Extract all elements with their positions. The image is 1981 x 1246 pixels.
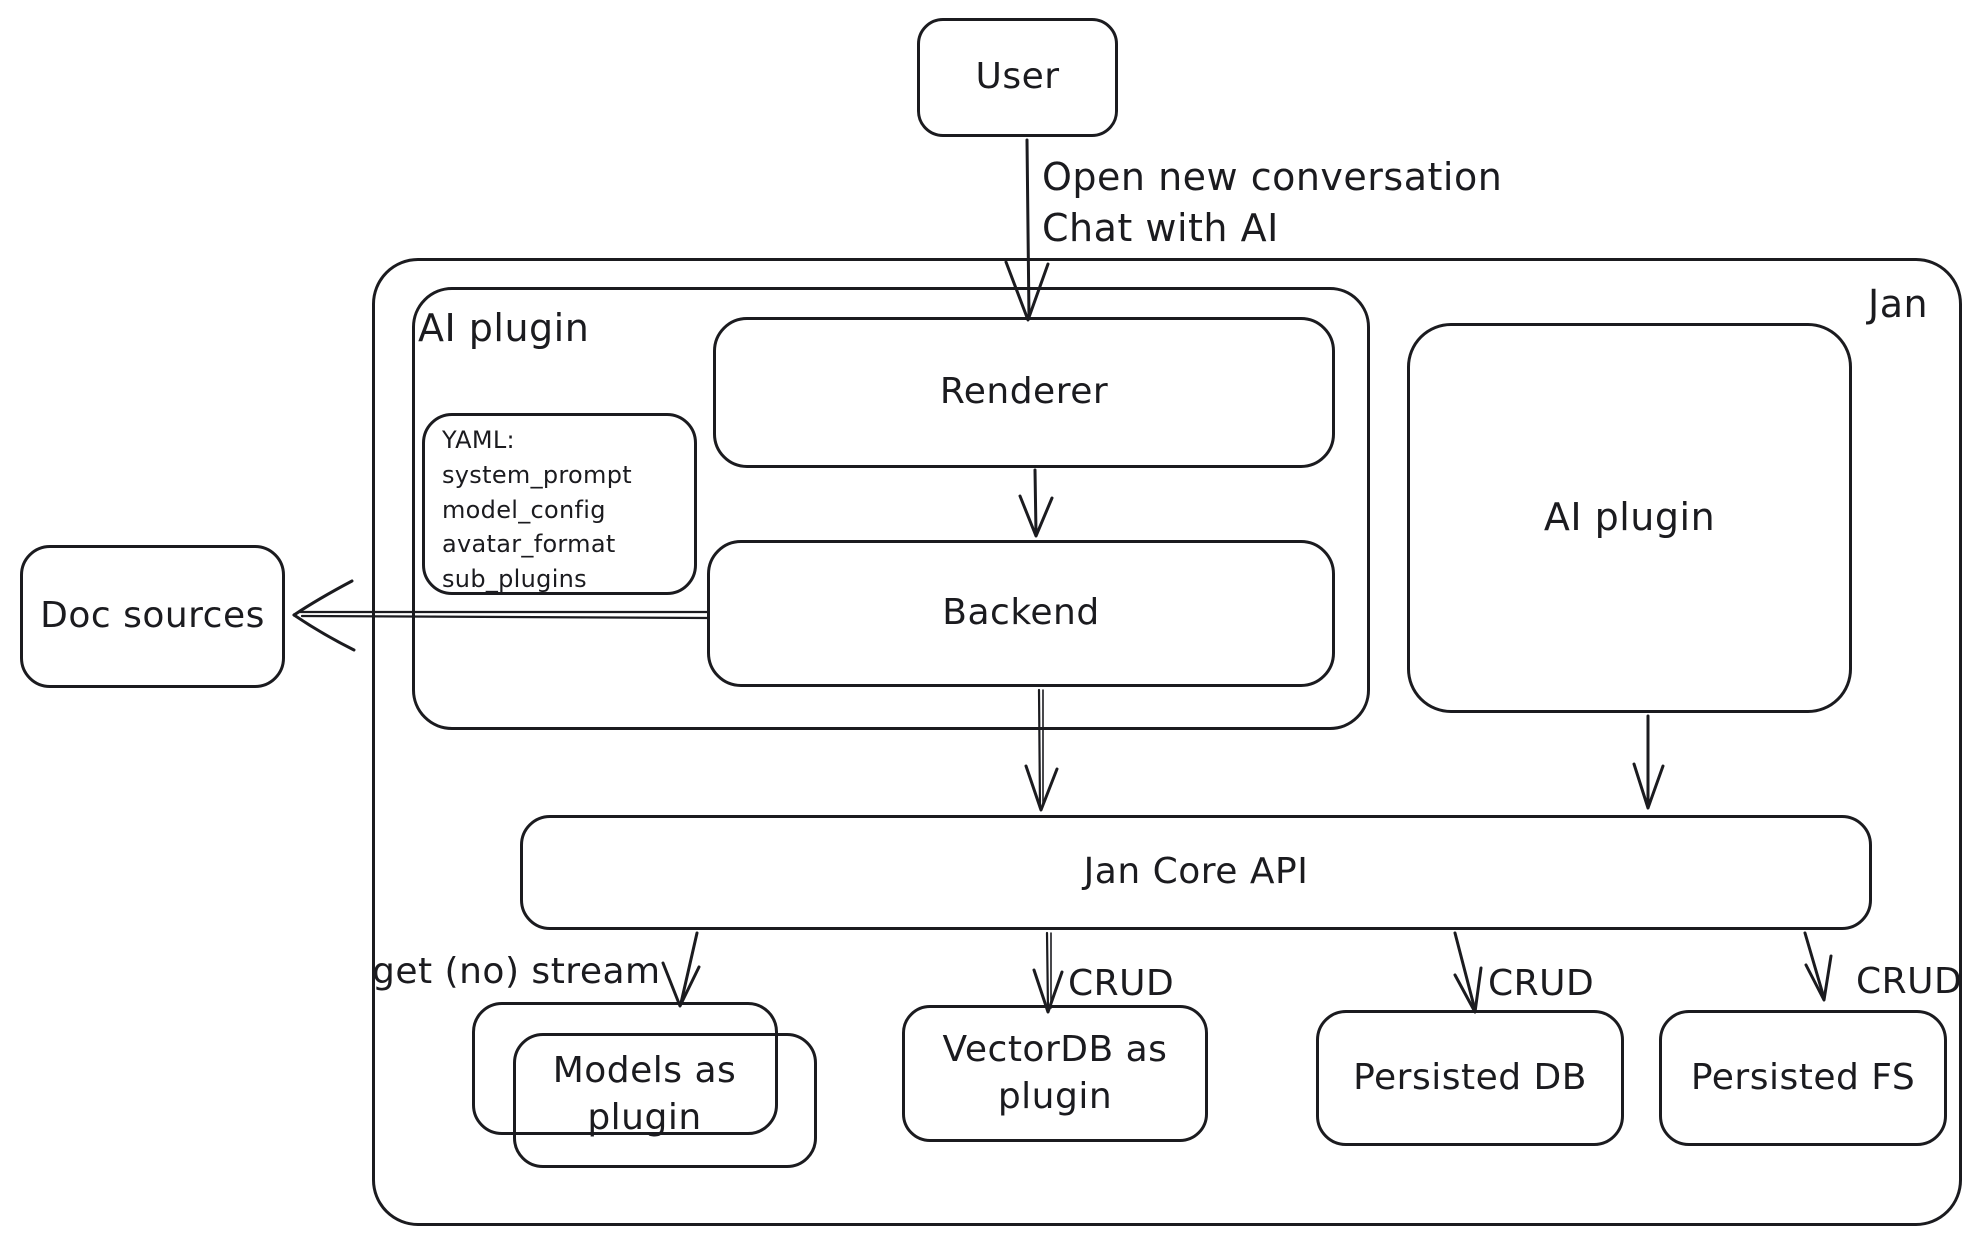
node-persisted-db: Persisted DB bbox=[1316, 1010, 1624, 1146]
node-user-label: User bbox=[975, 56, 1060, 98]
ai-plugin-container bbox=[412, 287, 1370, 730]
node-backend: Backend bbox=[707, 540, 1335, 687]
node-ai-plugin-label: AI plugin bbox=[1543, 495, 1716, 540]
node-persisted-fs-label: Persisted FS bbox=[1690, 1056, 1916, 1098]
node-user: User bbox=[917, 18, 1118, 137]
ai-plugin-container-label: AI plugin bbox=[418, 306, 590, 350]
edge-label-crud-vectordb: CRUD bbox=[1068, 963, 1175, 1004]
node-jan-core-api-label: Jan Core API bbox=[1083, 851, 1309, 893]
edge-label-get-stream: get (no) stream bbox=[372, 951, 661, 992]
node-vectordb: VectorDB as plugin bbox=[902, 1005, 1208, 1142]
node-vectordb-label: VectorDB as plugin bbox=[942, 1028, 1168, 1117]
node-doc-sources: Doc sources bbox=[20, 545, 285, 688]
edge-label-user-action: Open new conversation Chat with AI bbox=[1042, 155, 1503, 251]
node-jan-core-api: Jan Core API bbox=[520, 815, 1872, 930]
node-models-label: Models as plugin bbox=[552, 1050, 737, 1138]
jan-container-label: Jan bbox=[1868, 282, 1929, 326]
edge-label-crud-persisted-db: CRUD bbox=[1488, 963, 1595, 1004]
jan-container bbox=[372, 258, 1962, 1226]
node-backend-label: Backend bbox=[942, 592, 1100, 634]
node-models-back-box bbox=[472, 1002, 778, 1135]
node-persisted-db-label: Persisted DB bbox=[1353, 1056, 1587, 1098]
edge-label-crud-persisted-fs: CRUD bbox=[1856, 961, 1963, 1002]
yaml-note-box bbox=[422, 413, 697, 595]
node-doc-sources-label: Doc sources bbox=[40, 595, 265, 637]
node-renderer: Renderer bbox=[713, 317, 1335, 468]
node-models-front-box bbox=[513, 1033, 817, 1168]
yaml-note-text: YAML: system_prompt model_config avatar_… bbox=[442, 426, 632, 594]
node-persisted-fs: Persisted FS bbox=[1659, 1010, 1947, 1146]
node-ai-plugin: AI plugin bbox=[1407, 323, 1852, 713]
node-renderer-label: Renderer bbox=[939, 371, 1109, 413]
